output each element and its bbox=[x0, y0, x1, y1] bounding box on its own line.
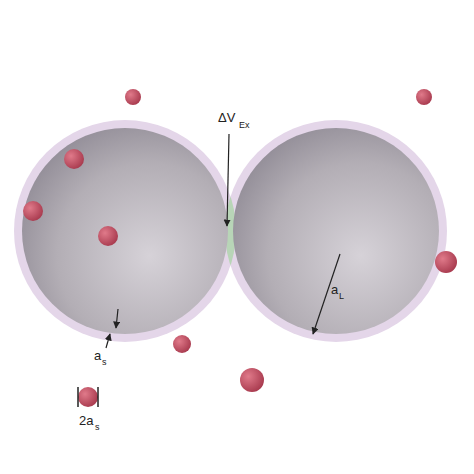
diameter-subscript: s bbox=[95, 423, 100, 432]
depletion-layer bbox=[14, 120, 236, 342]
overlap-volume bbox=[14, 120, 236, 342]
diameter-symbol: 2a bbox=[79, 414, 93, 427]
leader-arrows bbox=[106, 134, 340, 348]
volume-symbol: ΔV bbox=[218, 111, 235, 124]
small-spheres bbox=[23, 89, 457, 407]
large-sphere bbox=[233, 128, 439, 334]
diameter-bracket bbox=[78, 387, 98, 407]
volume-subscript: Ex bbox=[239, 121, 250, 130]
radius-subscript: s bbox=[102, 358, 107, 367]
radius-symbol: a bbox=[331, 283, 338, 296]
radius-symbol: a bbox=[94, 349, 101, 362]
large-sphere bbox=[22, 128, 228, 334]
depletion-layer bbox=[225, 120, 447, 342]
radius-subscript: L bbox=[339, 292, 344, 301]
